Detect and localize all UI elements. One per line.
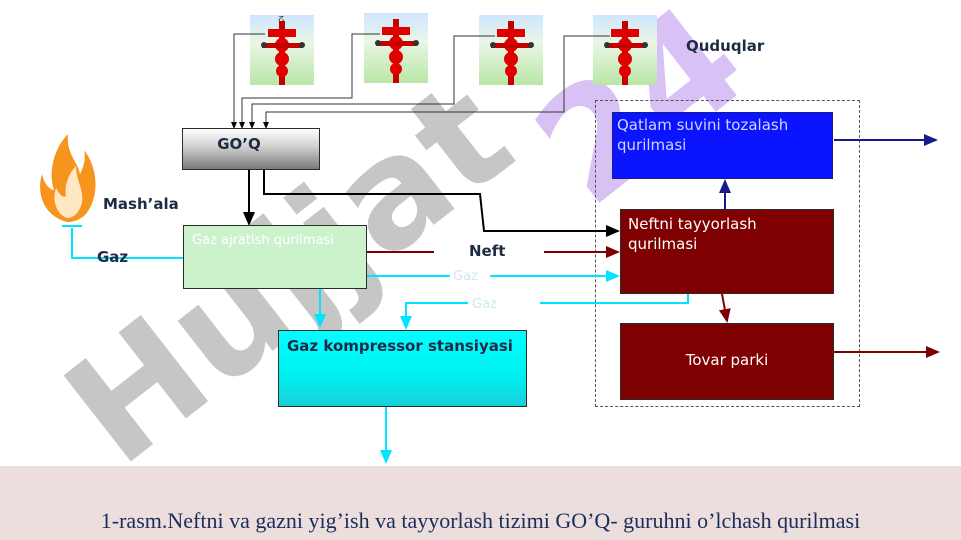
gas-flare-label: Gaz (97, 248, 129, 266)
well-3 (479, 15, 543, 85)
well4-line (263, 35, 610, 129)
caption-bar (0, 466, 961, 540)
flare-label: Mash’ala (103, 195, 179, 213)
tank-farm-box: Tovar parki (620, 323, 834, 400)
well1-line (231, 33, 265, 129)
gas-return (540, 294, 689, 304)
wellhead-icon (375, 19, 419, 83)
gas-separator-box: Gaz ajratish qurilmasi (183, 225, 367, 289)
wellhead-icon: ⵒ (261, 15, 305, 85)
oilprep-to-tank (718, 293, 731, 323)
goq-label: GO’Q (217, 135, 261, 153)
water-treatment-box: Qatlam suvini tozalash qurilmasi (612, 112, 833, 179)
gas-compressor-box: Gaz kompressor stansiyasi (278, 330, 527, 407)
tank-farm-label: Tovar parki (685, 351, 769, 369)
gas-label-1: Gaz (453, 269, 478, 284)
goq-to-oilprep (263, 170, 620, 237)
oil-label: Neft (469, 242, 506, 260)
wells-label: Quduqlar (686, 37, 765, 55)
well2-line (239, 33, 380, 129)
well3-line (249, 35, 495, 129)
well-4 (593, 15, 657, 85)
goq-box: GO’Q (182, 128, 320, 170)
figure-caption: 1-rasm.Neftni va gazni yig’ish va tayyor… (100, 508, 861, 533)
well-1: ⵒ (250, 15, 314, 85)
oil-preparation-box: Neftni tayyorlash qurilmasi (620, 209, 834, 294)
flare-line (71, 228, 183, 259)
wellhead-icon (604, 21, 648, 85)
well-2 (364, 13, 428, 83)
wellhead-icon (490, 21, 534, 85)
gas-label-2: Gaz (472, 297, 497, 312)
svg-text:ⵒ: ⵒ (278, 15, 284, 24)
gas-to-compressor (400, 302, 468, 330)
flame-icon (40, 134, 96, 222)
oil-preparation-label: Neftni tayyorlash qurilmasi (628, 215, 757, 253)
separator-label: Gaz ajratish qurilmasi (192, 233, 334, 248)
water-treatment-label: Qatlam suvini tozalash qurilmasi (617, 116, 789, 154)
processing-plant-boundary (595, 100, 860, 407)
compressor-label: Gaz kompressor stansiyasi (287, 337, 513, 355)
